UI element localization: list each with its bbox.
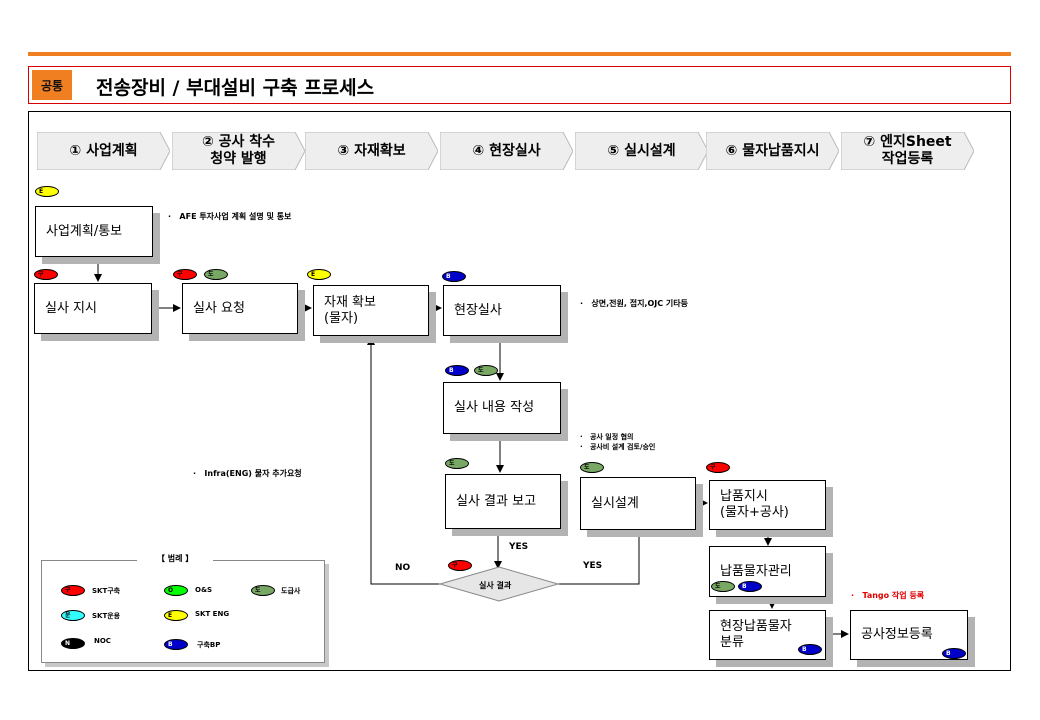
legend-mark-os: O	[164, 585, 188, 596]
legend-mark-skt-ops: 운	[61, 610, 85, 621]
note-schedule: · 공사 일정 협의	[580, 433, 634, 441]
box-survey-report: 실사 결과 보고	[445, 474, 561, 529]
legend-label-build-bp: 구축BP	[197, 641, 221, 649]
badge-build-delivery: 구	[706, 462, 730, 473]
label-yes-report: YES	[509, 542, 529, 552]
badge-build-decision: 구	[448, 560, 472, 571]
legend-mark-skt-build: 구	[61, 585, 85, 596]
step-4-chevron	[440, 132, 573, 170]
step-6-label: ⑥ 물자납품지시	[725, 142, 820, 159]
step-5-label: ⑤ 실시설계	[607, 142, 676, 159]
legend-label-os: O&S	[195, 586, 213, 594]
step-2: ② 공사 착수 청약 발행	[172, 132, 305, 170]
legend-title: 【 범례 】	[137, 553, 214, 564]
process-frame	[28, 111, 1011, 671]
step-3-chevron	[305, 132, 438, 170]
legend-mark-skt-eng: E	[164, 610, 188, 621]
box-field-survey: 현장실사	[443, 285, 561, 336]
legend-label-noc: NOC	[94, 637, 111, 645]
legend-mark-build-bp: B	[164, 639, 188, 650]
badge-bp-register: B	[942, 648, 966, 659]
step-6-chevron	[706, 132, 839, 170]
decision-diamond	[438, 566, 560, 602]
page-title: 전송장비 / 부대설비 구축 프로세스	[96, 77, 375, 99]
box-material-secure: 자재 확보 (물자)	[313, 285, 429, 336]
badge-eng-plan: E	[35, 186, 59, 197]
legend-mark-contractor: 도	[251, 585, 275, 596]
step-7-label: ⑦ 엔지Sheet 작업등록	[863, 134, 952, 167]
step-3: ③ 자재확보	[305, 132, 438, 170]
box-design: 실시설계	[580, 477, 696, 530]
box-survey-write: 실사 내용 작성	[443, 382, 561, 434]
arrow-no-loop	[367, 337, 440, 585]
legend-label-skt-build: SKT구축	[92, 587, 121, 595]
badge-contractor-design: 도	[580, 462, 604, 473]
header-rule	[28, 52, 1011, 56]
badge-contractor-request: 도	[204, 269, 228, 280]
note-design-review: · 공사비 설계 검토/승인	[580, 443, 656, 451]
step-7: ⑦ 엔지Sheet 작업등록	[841, 132, 974, 170]
title-bar: 공통 전송장비 / 부대설비 구축 프로세스	[28, 66, 1011, 104]
badge-eng-material: E	[307, 269, 331, 280]
step-3-label: ③ 자재확보	[337, 142, 406, 159]
badge-contractor-report: 도	[445, 458, 469, 469]
decision-label: 실사 결과	[479, 581, 512, 590]
badge-bp-survey: B	[442, 271, 466, 282]
legend-label-skt-eng: SKT ENG	[195, 610, 230, 618]
legend-mark-noc: N	[61, 638, 85, 649]
legend: 【 범례 】 구 SKT구축 O O&S 도 도급사 운 SKT운용 E SKT…	[41, 553, 325, 663]
step-1: ① 사업계획	[37, 132, 170, 170]
step-6: ⑥ 물자납품지시	[706, 132, 839, 170]
badge-bp-write: B	[445, 365, 469, 376]
arrow-yes-design	[558, 529, 643, 585]
step-2-label: ② 공사 착수 청약 발행	[201, 134, 276, 167]
label-no: NO	[395, 563, 411, 573]
step-1-chevron	[37, 132, 170, 170]
category-tag: 공통	[32, 70, 72, 100]
step-5: ⑤ 실시설계	[575, 132, 708, 170]
label-yes-design: YES	[583, 561, 603, 571]
legend-label-skt-ops: SKT운용	[92, 612, 121, 620]
badge-contractor-manage: 도	[711, 581, 735, 592]
step-4: ④ 현장실사	[440, 132, 573, 170]
badge-build-order: 구	[34, 269, 58, 280]
box-delivery-order: 납품지시 (물자+공사)	[709, 480, 826, 530]
badge-contractor-write: 도	[474, 365, 498, 376]
box-register: 공사정보등록	[850, 610, 968, 660]
badge-bp-sort: B	[798, 644, 822, 655]
box-survey-request: 실사 요청	[182, 283, 298, 334]
box-survey-order: 실사 지시	[34, 283, 152, 334]
step-1-label: ① 사업계획	[69, 142, 138, 159]
step-2-chevron	[172, 132, 305, 170]
step-7-chevron	[841, 132, 974, 170]
step-4-label: ④ 현장실사	[472, 142, 541, 159]
step-5-chevron	[575, 132, 708, 170]
legend-label-contractor: 도급사	[281, 587, 301, 595]
badge-bp-manage: B	[738, 581, 762, 592]
note-afe: · AFE 투자사업 계획 설명 및 통보	[168, 212, 292, 221]
note-infra: · Infra(ENG) 물자 추가요청	[193, 469, 302, 478]
badge-build-request: 구	[173, 269, 197, 280]
box-plan-notice: 사업계획/통보	[35, 206, 153, 257]
note-tango: · Tango 작업 등록	[851, 591, 925, 600]
note-field-items: · 상면,전원, 접지,OJC 기타등	[580, 299, 688, 308]
